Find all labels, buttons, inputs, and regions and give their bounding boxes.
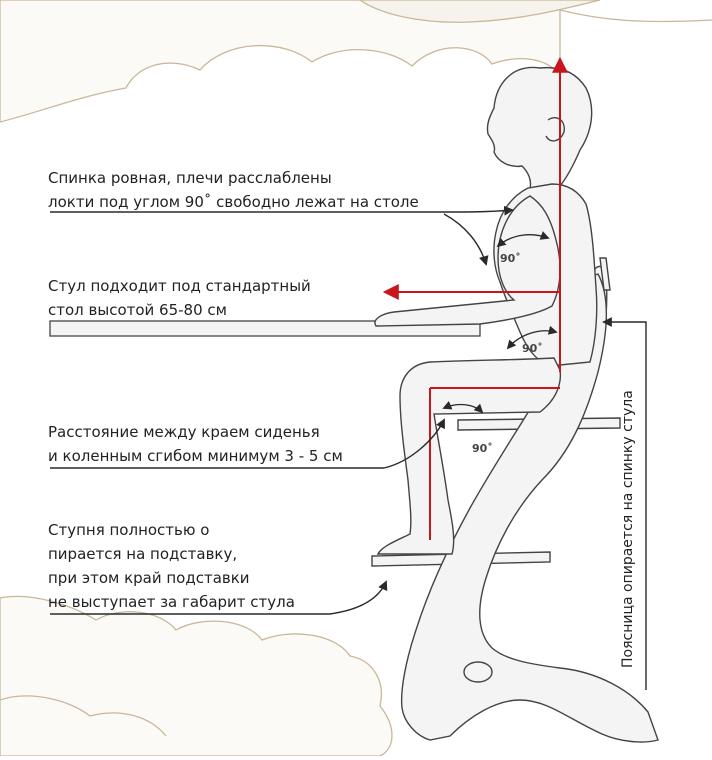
leader-arrows bbox=[50, 205, 647, 690]
caption-knee: Расстояние между краем сиденья и коленны… bbox=[48, 420, 343, 468]
caption-back: Спинка ровная, плечи расслаблены локти п… bbox=[48, 166, 419, 214]
caption-foot: Ступня полностью о пирается на подставку… bbox=[48, 518, 295, 614]
chair-frame bbox=[400, 273, 659, 743]
leader-knee bbox=[50, 418, 445, 469]
table-top bbox=[49, 320, 481, 337]
caption-back-line1: Спинка ровная, плечи расслаблены bbox=[48, 169, 332, 187]
child-arm bbox=[374, 195, 561, 327]
caption-knee-line1: Расстояние между краем сиденья bbox=[48, 423, 320, 441]
cloud-bottom bbox=[0, 595, 393, 757]
posture-axes bbox=[382, 56, 568, 540]
child-ear bbox=[545, 116, 565, 142]
caption-foot-line3: при этом край подставки bbox=[48, 569, 250, 587]
angle-label-elbow: 90˚ bbox=[500, 252, 521, 265]
angle-markers bbox=[442, 231, 558, 414]
caption-table: Стул подходит под стандартный стол высот… bbox=[48, 274, 311, 322]
leader-foot bbox=[50, 580, 388, 615]
caption-backrest: Поясница опирается на спинку стула bbox=[620, 390, 636, 668]
leader-backrest bbox=[602, 317, 647, 690]
angle-label-hip: 90˚ bbox=[522, 342, 543, 355]
caption-back-line2: локти под углом 90˚ свободно лежат на ст… bbox=[48, 193, 419, 211]
child-head bbox=[486, 66, 593, 189]
angle-label-knee: 90˚ bbox=[472, 442, 493, 455]
caption-table-line1: Стул подходит под стандартный bbox=[48, 277, 311, 295]
caption-foot-line1: Ступня полностью о bbox=[48, 521, 210, 539]
chair-hole bbox=[463, 661, 493, 683]
chair-backrest-bar bbox=[599, 257, 611, 291]
leader-back bbox=[50, 205, 514, 216]
caption-foot-line4: не выступает за габарит стула bbox=[48, 593, 295, 611]
leader-elbow bbox=[443, 213, 489, 266]
caption-table-line2: стол высотой 65-80 см bbox=[48, 301, 227, 319]
child-figure bbox=[374, 66, 598, 555]
caption-foot-line2: пирается на подставку, bbox=[48, 545, 238, 563]
caption-knee-line2: и коленным сгибом минимум 3 - 5 см bbox=[48, 447, 343, 465]
cloud-top bbox=[0, 0, 712, 123]
